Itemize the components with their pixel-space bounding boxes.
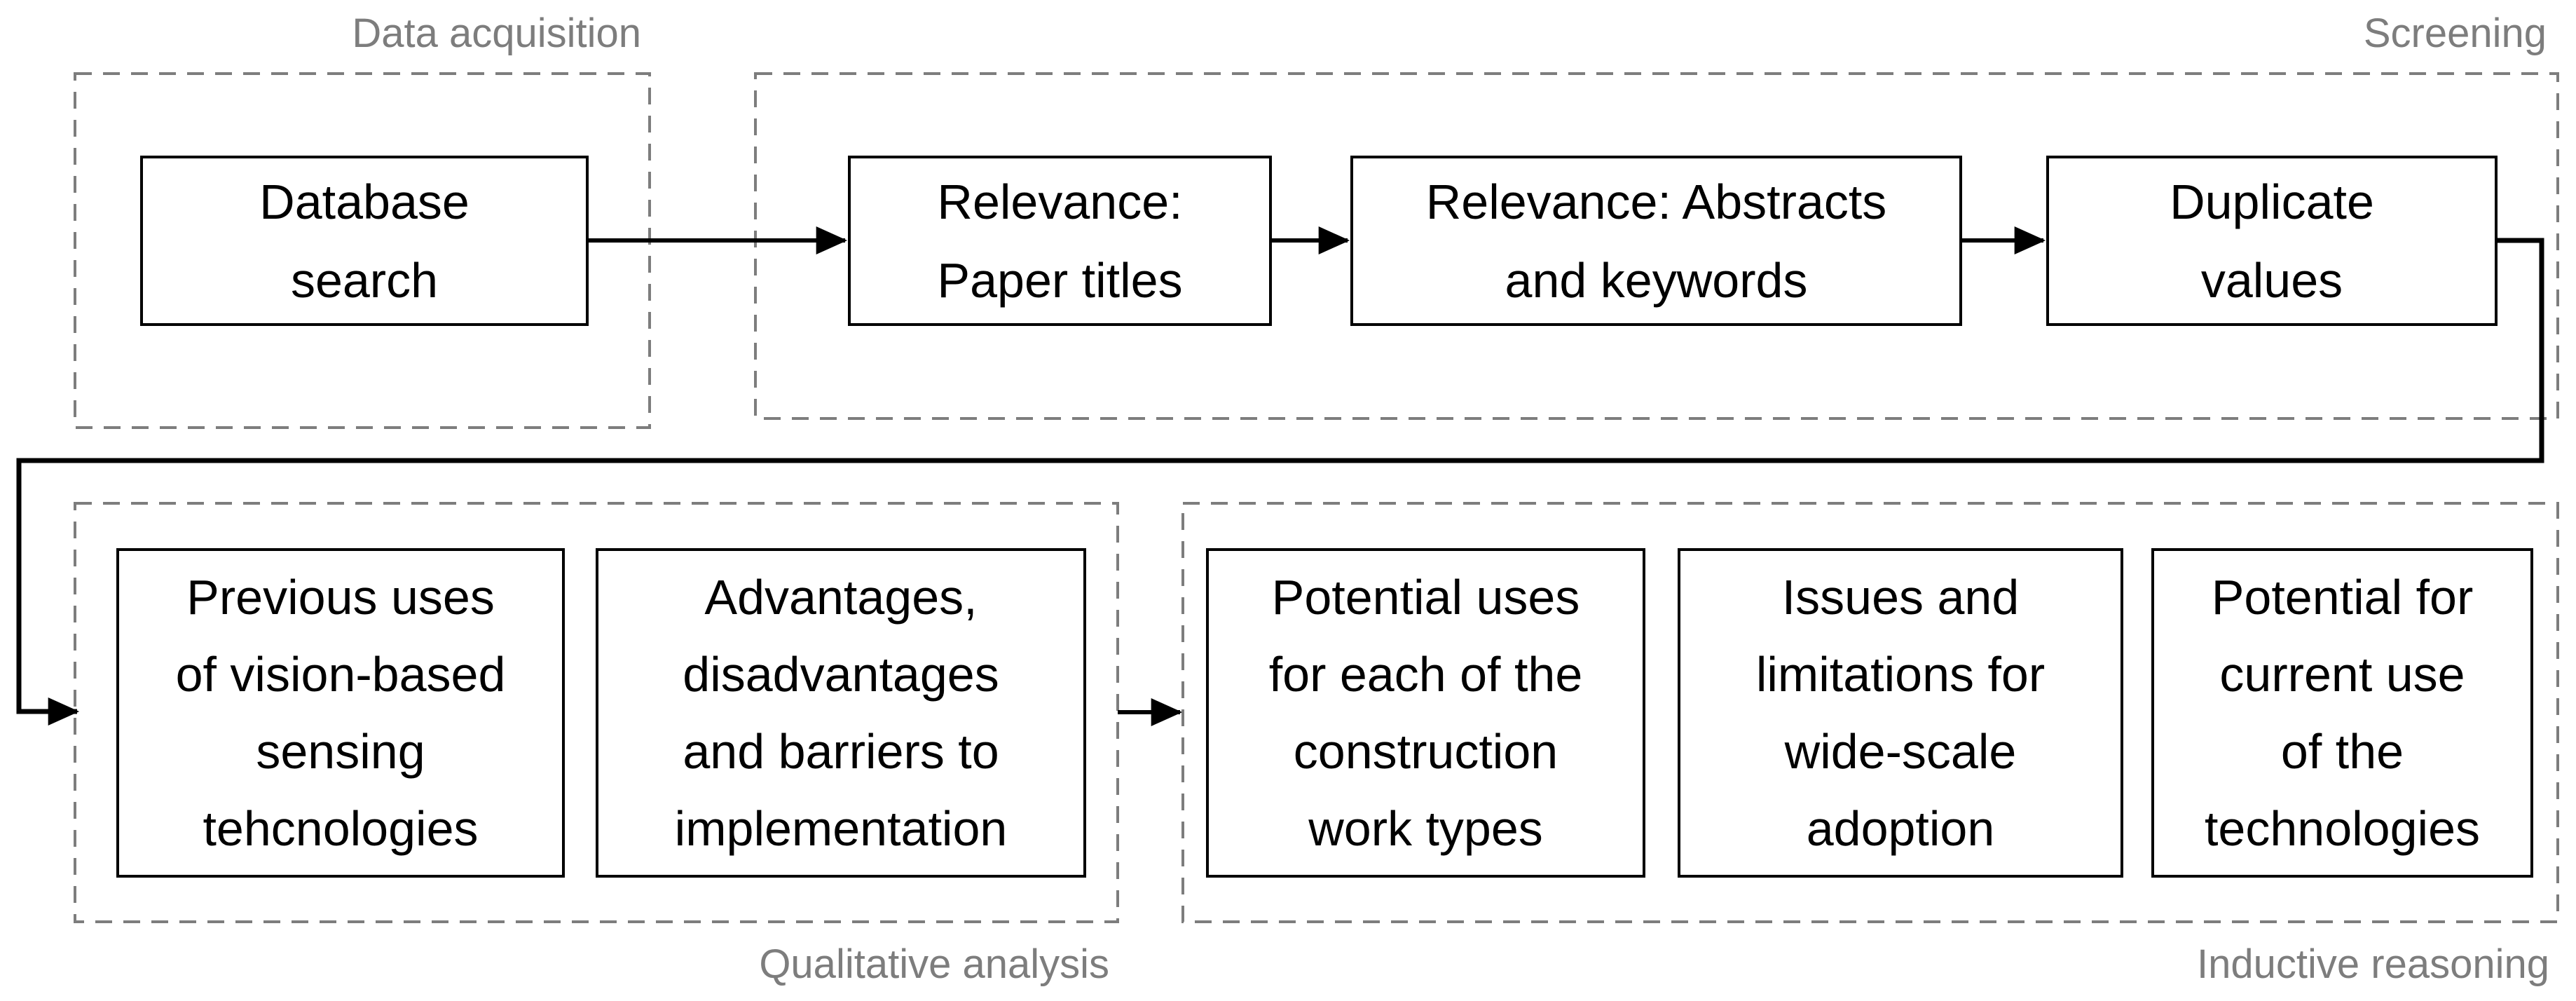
node-line: Paper titles <box>937 252 1183 308</box>
node-line: search <box>290 252 439 308</box>
node-line: sensing <box>256 724 425 779</box>
group-label-inductive-reasoning: Inductive reasoning <box>2197 941 2549 987</box>
node-line: limitations for <box>1755 647 2046 702</box>
node-relevance-paper-titles: Relevance: Paper titles <box>848 156 1272 326</box>
node-line: Issues and <box>1781 570 2020 625</box>
node-line: Relevance: <box>937 174 1183 229</box>
node-line: Potential for <box>2211 570 2474 625</box>
node-duplicate-values: Duplicate values <box>2046 156 2498 326</box>
node-line: Database <box>259 174 470 229</box>
node-line: and barriers to <box>683 724 999 779</box>
node-issues-limitations: Issues and limitations for wide-scale ad… <box>1678 548 2123 878</box>
node-potential-uses: Potential uses for each of the construct… <box>1206 548 1645 878</box>
node-line: Duplicate <box>2170 174 2374 229</box>
node-line: current use <box>2219 647 2465 702</box>
node-relevance-abstracts-keywords: Relevance: Abstracts and keywords <box>1350 156 1962 326</box>
group-border-data-acquisition <box>74 72 651 429</box>
node-line: wide-scale <box>1784 724 2017 779</box>
group-border-qualitative-analysis <box>74 502 1119 923</box>
node-line: technologies <box>2204 801 2481 856</box>
node-line: of the <box>2280 724 2404 779</box>
group-label-data-acquisition: Data acquisition <box>352 11 641 56</box>
node-line: disadvantages <box>683 647 999 702</box>
node-previous-uses: Previous uses of vision-based sensing te… <box>116 548 565 878</box>
node-advantages-disadvantages: Advantages, disadvantages and barriers t… <box>596 548 1086 878</box>
node-line: for each of the <box>1268 647 1583 702</box>
node-line: and keywords <box>1505 252 1808 308</box>
group-label-qualitative-analysis: Qualitative analysis <box>759 941 1109 987</box>
node-line: of vision-based <box>175 647 506 702</box>
group-border-inductive-reasoning <box>1181 502 2559 923</box>
node-line: Previous uses <box>186 570 495 625</box>
node-line: Advantages, <box>704 570 978 625</box>
node-line: Potential uses <box>1271 570 1580 625</box>
node-line: work types <box>1308 801 1543 856</box>
group-label-screening: Screening <box>2363 11 2547 56</box>
node-line: Relevance: Abstracts <box>1425 174 1887 229</box>
node-database-search: Database search <box>140 156 589 326</box>
arrow-duplicates-to-qualitative <box>16 238 2544 726</box>
node-line: implementation <box>674 801 1008 856</box>
node-line: adoption <box>1806 801 1995 856</box>
group-border-screening <box>754 72 2559 420</box>
node-line: tehcnologies <box>203 801 479 856</box>
node-line: construction <box>1293 724 1558 779</box>
node-potential-current-use: Potential for current use of the technol… <box>2151 548 2533 878</box>
node-line: values <box>2200 252 2343 308</box>
